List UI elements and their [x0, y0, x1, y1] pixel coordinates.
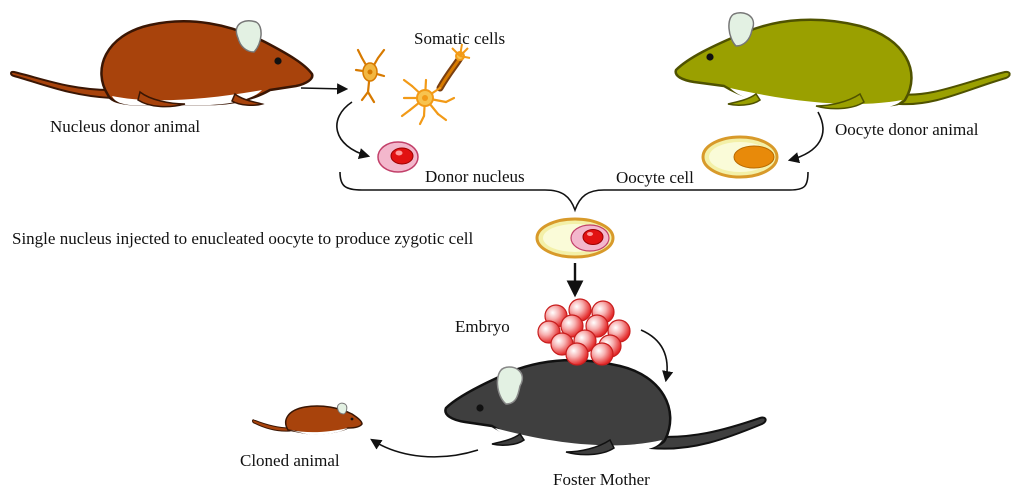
arrow-to-somatic-cells	[300, 83, 349, 95]
mouse-hind-leg	[565, 438, 615, 456]
mouse-tail	[899, 70, 1011, 106]
mouse-front-leg	[231, 92, 265, 106]
mouse-front-leg	[491, 432, 526, 446]
neuron-cell	[354, 48, 386, 104]
mouse-eye	[476, 404, 484, 412]
mouse-tail	[649, 416, 767, 450]
mouse-belly	[730, 88, 902, 108]
mouse-body	[444, 358, 672, 450]
mouse-ear	[496, 366, 524, 405]
mouse-belly	[290, 428, 348, 435]
label-oocyte-cell: Oocyte cell	[616, 168, 694, 187]
label-embryo: Embryo	[455, 317, 510, 336]
label-oocyte-donor-animal: Oocyte donor animal	[835, 120, 979, 139]
merge-bracket	[339, 171, 809, 213]
mouse-eye	[706, 53, 714, 61]
mouse-ear	[337, 402, 348, 415]
mouse-tail	[10, 70, 114, 100]
arrow-to-foster-mother	[640, 329, 674, 383]
embryo-cluster	[537, 298, 631, 366]
mouse-body	[674, 18, 913, 108]
arrow-to-cloned-animal	[370, 438, 479, 458]
label-cloned-animal: Cloned animal	[240, 451, 340, 470]
zygotic-cell	[535, 217, 615, 259]
oocyte-donor-mouse	[674, 12, 1011, 110]
mouse-tail	[252, 419, 291, 432]
mouse-hind-leg	[815, 92, 865, 110]
mouse-front-leg	[727, 92, 762, 106]
mouse-belly	[495, 428, 662, 450]
label-foster-mother: Foster Mother	[553, 470, 650, 489]
mouse-ear	[235, 20, 262, 53]
mouse-eye	[274, 57, 282, 65]
label-nucleus-donor-animal: Nucleus donor animal	[50, 117, 201, 136]
donor-nucleus-cell	[377, 141, 419, 173]
foster-mother-mouse	[444, 358, 767, 456]
mouse-body	[284, 405, 363, 435]
label-donor-nucleus: Donor nucleus	[425, 167, 525, 186]
cell-cluster	[400, 43, 471, 126]
cloned-mouse	[252, 402, 363, 435]
flow-arrows	[300, 83, 824, 458]
mouse-eye	[350, 417, 354, 421]
label-injection-step: Single nucleus injected to enucleated oo…	[12, 229, 474, 248]
label-somatic-cells: Somatic cells	[414, 29, 506, 48]
mouse-ear	[728, 12, 755, 47]
oocyte-cell	[701, 135, 779, 179]
arrow-to-oocyte-cell	[787, 111, 824, 164]
arrow-to-donor-nucleus	[336, 101, 371, 159]
nucleus-donor-mouse	[10, 20, 314, 108]
mouse-hind-leg	[137, 90, 186, 108]
somatic-cells	[354, 43, 471, 126]
